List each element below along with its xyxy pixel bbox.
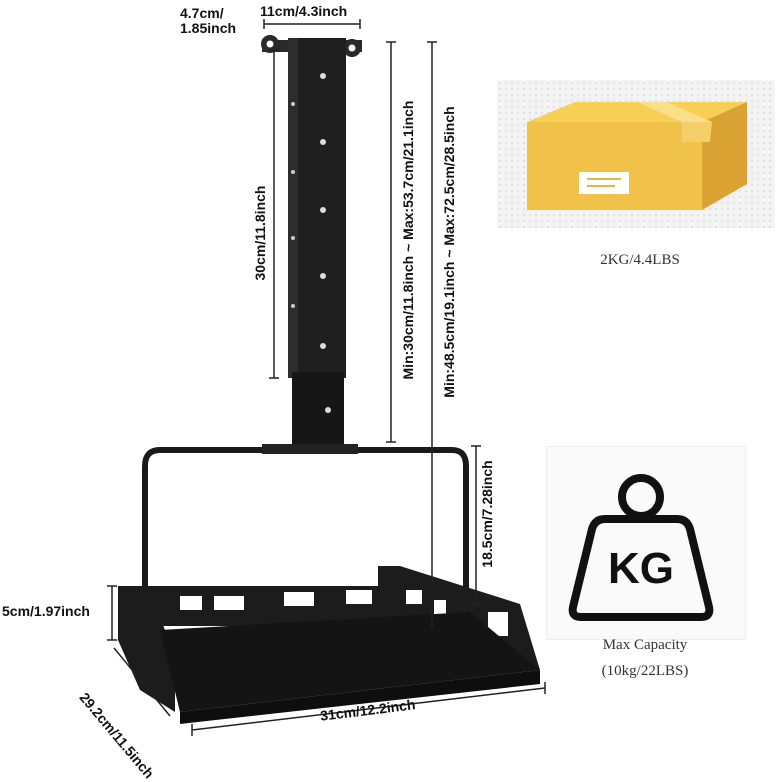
shelf-drawing [107,19,546,736]
u-frame [142,444,469,630]
box-illustration-panel [497,80,775,228]
inner-pole [292,372,344,446]
pole-range-total-label: Min:48.5cm/19.1inch ~ Max:72.5cm/28.5inc… [441,106,457,398]
max-capacity-value: (10kg/22LBS) [601,663,689,679]
box-capacity-text: 2KG/4.4LBS [600,252,680,268]
tube-length-label: 30cm/11.8inch [252,185,268,281]
plate-depth-label: 4.7cm/ 1.85inch [180,5,237,37]
frame-height-label: 18.5cm/7.28inch [479,460,495,568]
product-spec-image: 2KG/4.4LBS KG Max Capacity (10kg/22LBS) [2,3,775,781]
tray-lip-height-label: 5cm/1.97inch [2,603,90,619]
tray [118,566,540,724]
kettlebell-weight-icon: KG [568,474,714,621]
dimension-lines [107,19,546,736]
pole-range-short-label: Min:30cm/11.8inch ~ Max:53.7cm/21.1inch [400,100,416,380]
outer-pole [288,38,346,378]
max-capacity-title: Max Capacity [602,637,688,653]
kg-symbol-text: KG [608,544,674,593]
weight-illustration-panel: KG [546,446,746,640]
box-icon [527,102,747,210]
plate-width-label: 11cm/4.3inch [260,3,348,19]
